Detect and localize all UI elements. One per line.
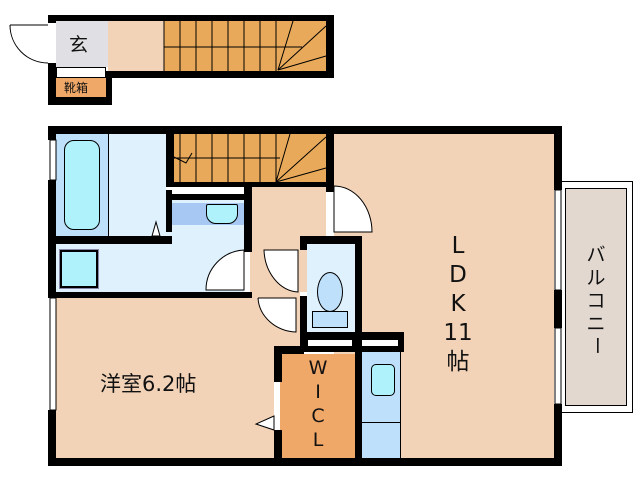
- shoe-box-label: 靴箱: [64, 81, 89, 95]
- western-room-label: 洋室6.2帖: [100, 372, 197, 396]
- sink: [206, 204, 238, 224]
- entrance-area: [56, 21, 108, 67]
- upper-stairs: [164, 21, 326, 71]
- ldk-label: L D K 11 帖: [443, 233, 473, 375]
- kitchen-sink: [371, 364, 395, 396]
- toilet-bowl: [317, 272, 343, 312]
- washing-machine: [59, 249, 99, 289]
- wic-label: W I C L: [308, 357, 328, 451]
- shower-area: [108, 134, 166, 236]
- toilet-tank: [312, 311, 348, 328]
- entrance-label: 玄: [69, 34, 89, 56]
- main-stairs: [166, 134, 326, 186]
- bathtub: [64, 140, 100, 230]
- entrance-hall-floor: [108, 21, 164, 71]
- shoe-box: [56, 78, 106, 97]
- balcony-label: バ ル コ ニ ー: [585, 244, 608, 355]
- walk-in-closet: [280, 354, 356, 458]
